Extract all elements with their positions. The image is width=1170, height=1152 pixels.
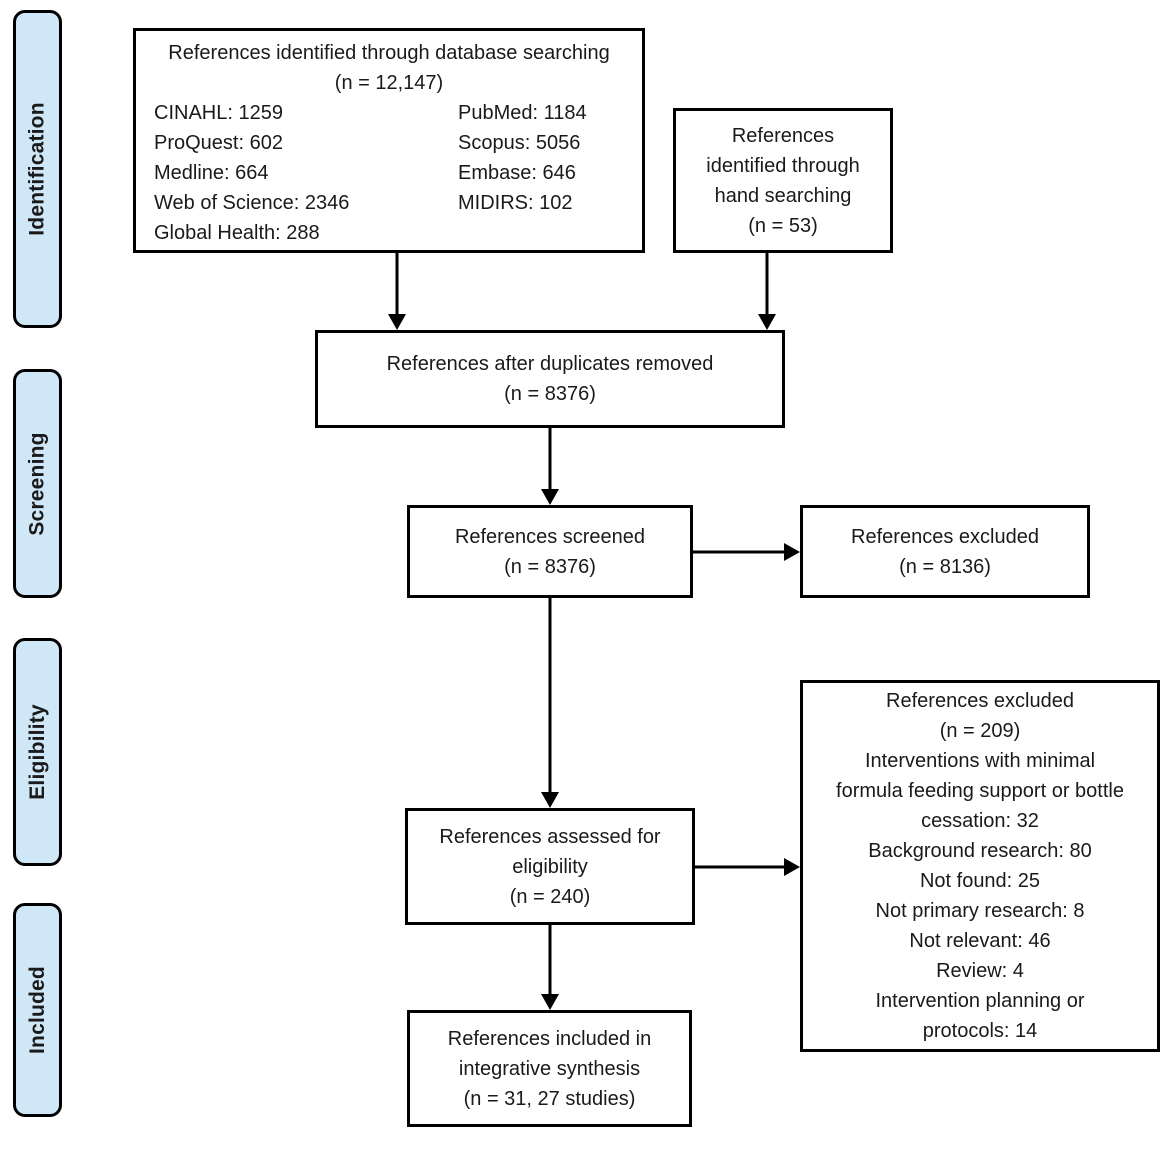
database-column-left: CINAHL: 1259 ProQuest: 602 Medline: 664 … xyxy=(154,98,458,248)
exclusion-reason: Review: 4 xyxy=(936,960,1024,982)
database-entry: MIDIRS: 102 xyxy=(458,192,573,214)
box-count: (n = 53) xyxy=(748,214,818,237)
database-entry: Medline: 664 xyxy=(154,162,269,184)
box-included-synthesis: References included in integrative synth… xyxy=(407,1010,692,1127)
box-duplicates-removed: References after duplicates removed (n =… xyxy=(315,330,785,428)
exclusion-reason: Background research: 80 xyxy=(868,840,1092,862)
box-count: (n = 8136) xyxy=(899,555,991,578)
database-columns: CINAHL: 1259 ProQuest: 602 Medline: 664 … xyxy=(136,98,642,248)
box-count: (n = 31, 27 studies) xyxy=(463,1087,636,1110)
database-entry: Global Health: 288 xyxy=(154,222,320,244)
box-count: (n = 8376) xyxy=(504,383,596,405)
exclusion-reason: Not found: 25 xyxy=(919,870,1041,892)
box-line: References excluded xyxy=(851,525,1039,548)
exclusion-reason: Not relevant: 46 xyxy=(909,930,1051,952)
database-entry: ProQuest: 602 xyxy=(154,132,283,154)
box-line: eligibility xyxy=(512,855,588,878)
database-entry: PubMed: 1184 xyxy=(458,102,587,124)
exclusion-reason: formula feeding support or bottle xyxy=(836,780,1124,802)
stage-label-eligibility: Eligibility xyxy=(13,638,62,866)
stage-label-text: Screening xyxy=(25,431,49,536)
stage-label-text: Included xyxy=(25,966,49,1054)
arrow-screened-to-eligibility xyxy=(541,598,559,808)
exclusion-reason: cessation: 32 xyxy=(921,810,1039,832)
stage-label-included: Included xyxy=(13,903,62,1117)
stage-label-text: Eligibility xyxy=(25,704,49,800)
exclusion-reason: protocols: 14 xyxy=(922,1020,1038,1042)
database-entry: Embase: 646 xyxy=(458,162,576,184)
arrow-screened-to-excluded xyxy=(693,543,800,561)
box-count: (n = 12,147) xyxy=(334,72,444,94)
box-count: (n = 240) xyxy=(509,885,591,908)
box-references-screened: References screened (n = 8376) xyxy=(407,505,693,598)
box-hand-search: References identified through hand searc… xyxy=(673,108,893,253)
box-line: References screened xyxy=(454,525,646,548)
database-entry: Scopus: 5056 xyxy=(458,132,581,154)
arrow-database-to-duplicates xyxy=(388,253,406,330)
box-line: References excluded xyxy=(886,690,1074,712)
box-line: hand searching xyxy=(714,184,852,207)
box-count: (n = 8376) xyxy=(504,555,596,578)
database-entry: Web of Science: 2346 xyxy=(154,192,350,214)
box-line: References xyxy=(731,124,835,147)
exclusion-reason: Not primary research: 8 xyxy=(875,900,1085,922)
database-column-right: PubMed: 1184 Scopus: 5056 Embase: 646 MI… xyxy=(458,98,642,248)
stage-label-text: Identification xyxy=(25,102,49,236)
box-line: References after duplicates removed xyxy=(386,353,714,375)
box-line: References included in xyxy=(447,1027,652,1050)
box-count: (n = 209) xyxy=(939,720,1021,742)
stage-label-screening: Screening xyxy=(13,369,62,598)
arrow-hand-to-duplicates xyxy=(758,253,776,330)
stage-label-identification: Identification xyxy=(13,10,62,328)
arrow-eligibility-to-included xyxy=(541,925,559,1010)
arrow-duplicates-to-screened xyxy=(541,428,559,505)
box-line: References assessed for xyxy=(439,825,661,848)
database-entry: CINAHL: 1259 xyxy=(154,102,283,124)
box-line: identified through xyxy=(706,154,860,177)
arrow-eligibility-to-excluded xyxy=(695,858,800,876)
box-database-search: References identified through database s… xyxy=(133,28,645,253)
box-title: References identified through database s… xyxy=(168,42,610,64)
exclusion-reason: Intervention planning or xyxy=(875,990,1085,1012)
box-eligibility-excluded: References excluded (n = 209) Interventi… xyxy=(800,680,1160,1052)
box-screening-excluded: References excluded (n = 8136) xyxy=(800,505,1090,598)
box-line: integrative synthesis xyxy=(458,1057,641,1080)
exclusion-reason: Interventions with minimal xyxy=(864,750,1096,772)
box-eligibility-assessed: References assessed for eligibility (n =… xyxy=(405,808,695,925)
